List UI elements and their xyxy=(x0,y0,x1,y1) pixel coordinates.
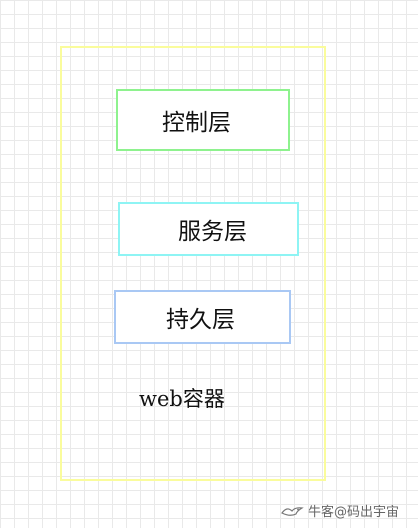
control-layer-box: 控制层 xyxy=(116,89,290,151)
persistence-layer-label: 持久层 xyxy=(166,307,235,333)
bird-logo-icon xyxy=(280,504,304,518)
service-layer-label: 服务层 xyxy=(178,219,247,245)
watermark-text: 牛客@码出宇宙 xyxy=(308,505,400,520)
service-layer-box: 服务层 xyxy=(118,202,299,256)
web-container-label: web容器 xyxy=(139,387,225,411)
persistence-layer-box: 持久层 xyxy=(114,290,291,344)
watermark: 牛客@码出宇宙 xyxy=(280,501,399,520)
web-container-box xyxy=(60,46,326,481)
control-layer-label: 控制层 xyxy=(162,110,231,136)
